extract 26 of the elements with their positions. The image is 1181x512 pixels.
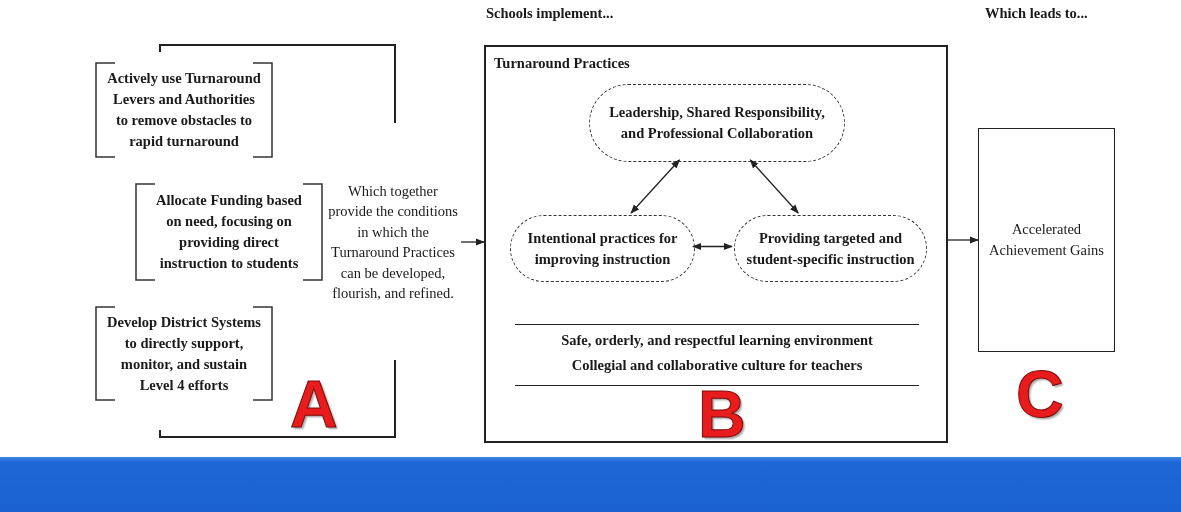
bracket-box [95, 306, 273, 401]
column-heading: Which leads to... [985, 5, 1088, 22]
practice-condition-text: Safe, orderly, and respectful learning environment [560, 332, 874, 349]
connector-arrow [692, 242, 733, 251]
practices-panel [484, 45, 948, 443]
box-text: Providing targeted and student-specific instruction [745, 228, 916, 269]
bracket-box [135, 183, 323, 281]
box-text: Allocate Funding based on need, focusing on providing direct instruction to students [155, 191, 303, 273]
bracket-box [95, 62, 273, 158]
column-heading: Schools implement... [486, 5, 614, 22]
section-letter: A [290, 380, 338, 428]
practice-condition-text: Collegial and collaborative culture for teachers [570, 357, 864, 374]
connector-arrow [749, 159, 799, 214]
section-letter: C [1016, 370, 1064, 418]
box-text: Develop District Systems to directly support, monitor, and sustain Level 4 efforts [107, 312, 261, 395]
panel-heading: Turnaround Practices [494, 55, 630, 72]
box-text: Accelerated Achievement Gains [988, 220, 1105, 260]
annotation-text: Which together provide the conditions in which the Turnaround Practices can be developed, flourish, and refined. [325, 128, 461, 356]
connector-arrow [947, 236, 979, 244]
box-text: Leadership, Shared Responsibility, and Professional Collaboration [608, 103, 826, 143]
box-text: Intentional practices for improving instruction [526, 228, 679, 269]
connector-arrow [630, 159, 681, 214]
section-letter: B [698, 390, 746, 438]
box-text: Actively use Turnaround Levers and Authorities to remove obstacles to rapid turnaround [107, 69, 261, 151]
outcome-box [978, 128, 1115, 352]
connector-arrow [460, 238, 485, 246]
